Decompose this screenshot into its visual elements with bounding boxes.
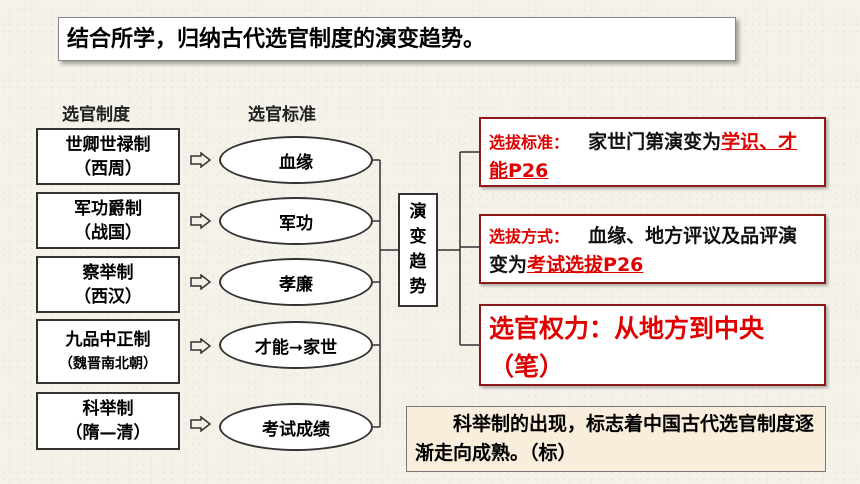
selection-power-box: 选官权力：从地方到中央 （笔）: [479, 304, 826, 386]
system-box-2: 军功爵制 （战国）: [36, 192, 180, 249]
header-standards: 选官标准: [248, 105, 316, 125]
system-box-3: 察举制 （西汉）: [36, 256, 180, 313]
hollow-arrow-right-icon: [190, 338, 212, 354]
selection-standard-highlight: 学识、才能P26: [489, 131, 798, 182]
selection-method-box: 选拔方式： 血缘、地方评议及品评演变为考试选拔P26: [479, 214, 826, 284]
selection-power-text: 选官权力：从地方到中央: [489, 314, 765, 343]
standard-oval-2: 军功: [219, 197, 373, 245]
system-period: （西周）: [74, 158, 142, 179]
standard-oval-4: 才能➞家世: [219, 321, 373, 369]
trend-char: 变: [409, 227, 427, 247]
system-period: （战国）: [74, 222, 142, 243]
selection-method-text: 血缘、地方评议及品评演变为: [489, 225, 798, 276]
hollow-arrow-right-icon: [190, 274, 212, 290]
system-name: 军功爵制: [74, 198, 142, 219]
conclusion-note: 科举制的出现，标志着中国古代选官制度逐渐走向成熟。（标）: [406, 406, 826, 472]
trend-char: 演: [409, 202, 427, 222]
hollow-arrow-right-icon: [190, 152, 212, 168]
header-systems: 选官制度: [62, 105, 130, 125]
system-period: （隋—清）: [65, 423, 151, 443]
standard-oval-1: 血缘: [219, 136, 373, 184]
system-name: 科举制: [82, 399, 134, 419]
selection-method-highlight: 考试选拔P26: [527, 254, 644, 276]
system-box-4: 九品中正制 （魏晋南北朝）: [36, 319, 180, 384]
selection-method-label: 选拔方式：: [489, 227, 570, 246]
standard-oval-5: 考试成绩: [219, 403, 373, 451]
system-name: 察举制: [82, 262, 134, 283]
page-title: 结合所学，归纳古代选官制度的演变趋势。: [58, 17, 736, 61]
system-period: （魏晋南北朝）: [59, 355, 157, 372]
selection-power-note: （笔）: [489, 352, 565, 381]
hollow-arrow-right-icon: [190, 416, 212, 432]
system-period: （西汉）: [74, 286, 142, 307]
selection-standard-label: 选拔标准：: [489, 133, 570, 152]
system-name: 九品中正制: [65, 329, 151, 350]
standard-oval-3: 孝廉: [219, 258, 373, 306]
selection-standard-box: 选拔标准： 家世门第演变为学识、才能P26: [479, 117, 826, 187]
system-name: 世卿世禄制: [65, 134, 151, 155]
conclusion-text: 科举制的出现，标志着中国古代选官制度逐渐走向成熟。（标）: [415, 413, 815, 464]
trend-box: 演 变 趋 势: [398, 193, 438, 307]
trend-char: 趋: [409, 252, 427, 272]
system-box-1: 世卿世禄制 （西周）: [36, 128, 180, 185]
hollow-arrow-right-icon: [190, 213, 212, 229]
trend-char: 势: [409, 277, 427, 297]
selection-standard-text: 家世门第演变为: [588, 131, 722, 153]
system-box-5: 科举制 （隋—清）: [36, 392, 180, 450]
